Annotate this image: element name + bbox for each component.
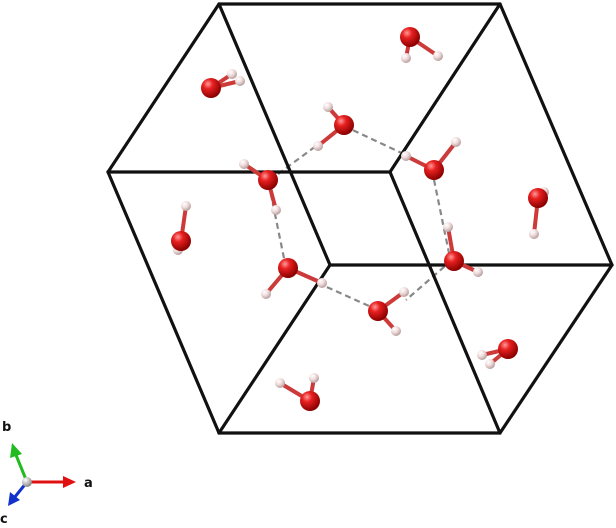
oxygen-atom [368, 301, 388, 321]
water-molecule [239, 159, 281, 215]
cell-edge [388, 170, 502, 435]
water-molecule [528, 187, 549, 239]
oxygen-atom [400, 27, 420, 47]
hydrogen-bond-network [266, 125, 453, 312]
water-molecule [261, 258, 327, 299]
water-molecule [477, 339, 518, 369]
oxygen-atom [444, 251, 464, 271]
cell-edge [498, 263, 614, 435]
water-molecule [368, 287, 409, 336]
hydrogen-atom [323, 102, 333, 112]
hydrogen-atom [227, 69, 237, 79]
hydrogen-atom [271, 205, 281, 215]
axis-triad: a b c [0, 420, 93, 527]
hydrogen-atom [529, 229, 539, 239]
oxygen-atom [278, 258, 298, 278]
oxygen-atom [424, 160, 444, 180]
b-axis-arrowhead [10, 443, 22, 458]
water-molecule [443, 222, 483, 277]
hydrogen-atom [399, 287, 409, 297]
cell-edge [106, 170, 221, 435]
water-molecule [400, 27, 443, 63]
oxygen-atom [498, 339, 518, 359]
hydrogen-atom [401, 151, 411, 161]
a-axis-arrowhead [63, 476, 76, 488]
hydrogen-atom [181, 201, 191, 211]
water-molecule [201, 69, 245, 98]
hydrogen-atom [451, 137, 461, 147]
hydrogen-atom [391, 326, 401, 336]
hydrogen-atom [473, 267, 483, 277]
oxygen-atom [334, 115, 354, 135]
oxygen-atom [201, 78, 221, 98]
c-axis-arrowhead [8, 492, 20, 506]
hydrogen-atom [239, 159, 249, 169]
cell-edge [217, 263, 332, 435]
axis-origin [22, 477, 32, 487]
cell-edge [106, 2, 221, 174]
water-molecule [401, 137, 461, 180]
hydrogen-bond [405, 259, 453, 301]
hydrogen-atom [401, 53, 411, 63]
oxygen-atom [300, 391, 320, 411]
water-molecules [171, 27, 549, 411]
hydrogen-atom [485, 359, 495, 369]
unit-cell-edges [106, 2, 614, 435]
b-axis-label: b [2, 420, 11, 435]
hydrogen-atom [261, 289, 271, 299]
hydrogen-bond [343, 125, 409, 157]
oxygen-atom [258, 170, 278, 190]
water-molecule [313, 102, 354, 151]
oxygen-atom [528, 188, 548, 208]
water-molecule [171, 201, 191, 255]
hydrogen-atom [275, 378, 285, 388]
oxygen-atom [171, 231, 191, 251]
water-molecule [275, 373, 320, 411]
hydrogen-atom [313, 141, 323, 151]
a-axis-label: a [84, 476, 93, 491]
c-axis-label: c [0, 512, 8, 527]
hydrogen-bond [319, 282, 379, 312]
hydrogen-bond [430, 169, 452, 259]
hydrogen-atom [443, 222, 453, 232]
hydrogen-atom [309, 373, 319, 383]
cell-edge [217, 2, 332, 267]
hydrogen-atom [433, 51, 443, 61]
hydrogen-atom [235, 76, 245, 86]
cell-edge [498, 2, 614, 267]
cell-edge [388, 2, 502, 174]
hydrogen-atom [477, 350, 487, 360]
hydrogen-atom [317, 278, 327, 288]
